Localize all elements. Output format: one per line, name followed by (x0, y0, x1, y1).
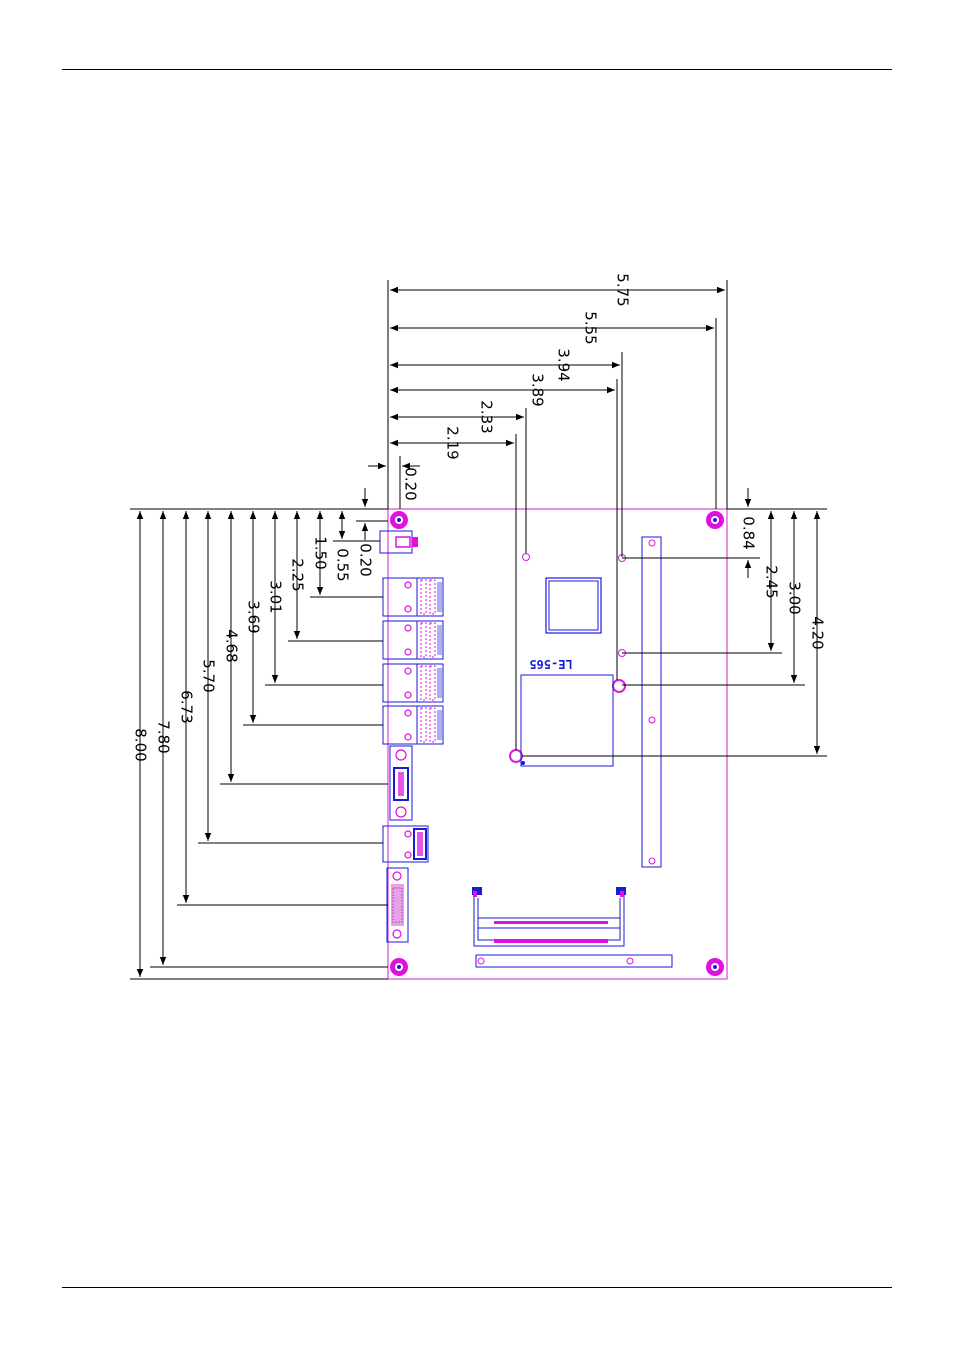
header-rule (62, 69, 892, 70)
left-dimension-labels: 0.20 0.55 1.50 2.25 3.01 3.69 4.68 5.70 … (132, 536, 375, 761)
dim-label: 5.70 (200, 659, 218, 692)
top-dimension-labels: 5.75 5.55 3.94 3.89 2.33 2.19 0.20 (402, 273, 632, 500)
dim-label: 0.84 (740, 516, 758, 549)
mounting-hole (706, 511, 724, 529)
chipset (545, 577, 602, 634)
left-dimensions (130, 488, 388, 980)
expansion-slot (641, 536, 662, 868)
dim-label: 4.68 (223, 629, 241, 662)
dim-label: 5.55 (582, 311, 600, 344)
dim-label: 1.50 (312, 536, 330, 569)
rj45-usb-connector (382, 620, 444, 660)
footer-rule (62, 1287, 892, 1288)
dim-label: 7.80 (155, 720, 173, 753)
dim-label: 4.20 (809, 616, 827, 649)
io-connector (382, 825, 429, 863)
rj45-usb-connectors (382, 577, 444, 745)
right-dimension-labels: 0.84 2.45 3.00 4.20 (740, 516, 827, 649)
power-jack (379, 530, 418, 554)
mounting-hole (390, 958, 408, 976)
mounting-hole-small (612, 679, 626, 693)
via-hole (522, 553, 530, 561)
sodimm-socket (472, 887, 626, 947)
mounting-hole (706, 958, 724, 976)
dim-label: 3.69 (245, 600, 263, 633)
rj45-usb-connector (382, 705, 444, 745)
dim-label: 5.75 (614, 273, 632, 306)
rj45-usb-connector (382, 577, 444, 617)
dim-label: 0.20 (357, 543, 375, 576)
mounting-hole (390, 511, 408, 529)
dim-label: 2.33 (478, 400, 496, 433)
dim-label: 3.01 (267, 580, 285, 613)
dim-label: 3.89 (529, 373, 547, 406)
mounting-hole-small (509, 749, 525, 765)
dim-label: 6.73 (178, 690, 196, 723)
mounting-holes (390, 511, 724, 976)
board-label: LE-565 (529, 657, 572, 671)
dim-label: 2.45 (763, 565, 781, 598)
top-dimensions (368, 280, 728, 750)
processor-module (520, 674, 614, 767)
dim-label: 0.20 (402, 467, 420, 500)
vga-port (386, 867, 409, 943)
dim-label: 2.19 (444, 426, 462, 459)
right-dimensions (522, 488, 827, 757)
dim-label: 8.00 (132, 728, 150, 761)
dim-label: 3.94 (555, 348, 573, 381)
dim-label: 0.55 (334, 548, 352, 581)
serial-port (389, 745, 413, 821)
dim-label: 2.25 (289, 558, 307, 591)
pin-header (475, 954, 673, 968)
dim-label: 3.00 (786, 581, 804, 614)
rj45-usb-connector (382, 663, 444, 703)
